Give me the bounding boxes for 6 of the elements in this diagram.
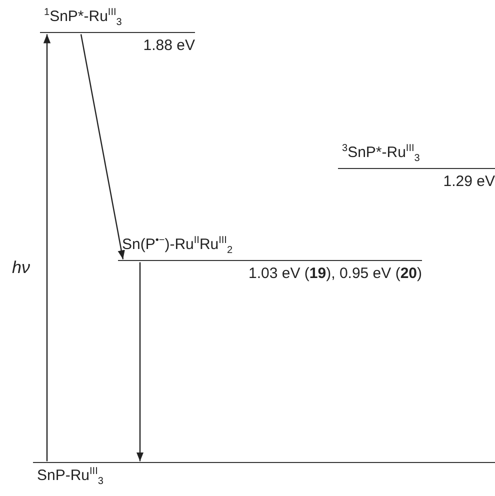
arrow: [136, 262, 144, 462]
arrow: [43, 34, 51, 462]
energy-value: 1.03 eV (19), 0.95 eV (20): [248, 265, 422, 283]
arrow: [80, 34, 125, 260]
energy-value: 1.29 eV: [443, 173, 495, 191]
energy-value: 1.88 eV: [143, 37, 195, 55]
